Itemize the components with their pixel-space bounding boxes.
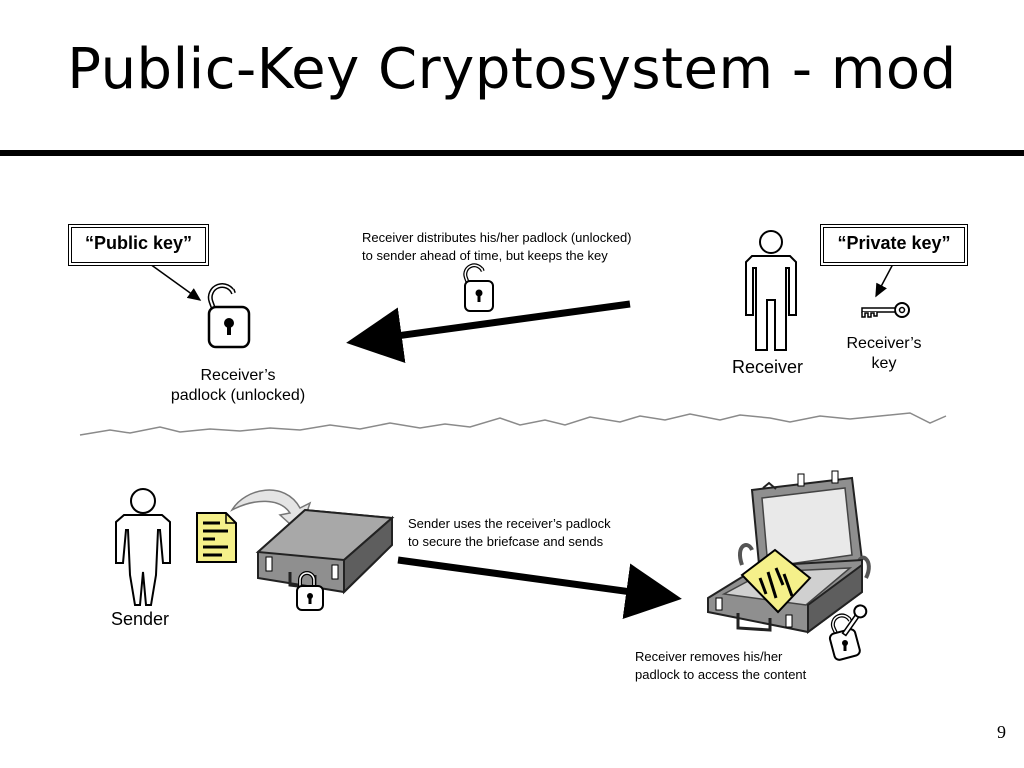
open-briefcase-icon	[707, 470, 871, 634]
receiver-key-caption-line2: key	[871, 355, 897, 372]
public-key-callout: “Public key”	[68, 224, 209, 266]
received-document-icon	[740, 548, 812, 614]
receiver-key-icon	[861, 302, 910, 318]
receiver-label: Receiver	[732, 357, 804, 377]
section-separator	[79, 412, 947, 436]
receiver-key-caption-line1: Receiver’s	[846, 335, 922, 352]
removed-padlock-icon	[828, 613, 861, 661]
closed-briefcase-icon	[255, 508, 395, 595]
send-note: Sender uses the receiver’s padlock to se…	[408, 515, 611, 551]
public-key-pointer	[149, 263, 202, 301]
document-icon	[196, 512, 237, 563]
private-key-callout: “Private key”	[820, 224, 968, 266]
receiver-padlock-caption: Receiver’s padlock (unlocked)	[148, 366, 328, 406]
page-number: 9	[997, 722, 1006, 742]
title-divider	[0, 150, 1024, 156]
distribute-note: Receiver distributes his/her padlock (un…	[362, 229, 632, 265]
distributed-padlock-icon	[463, 263, 494, 312]
distribute-arrow	[346, 300, 631, 364]
distribute-note-line1: Receiver distributes his/her padlock (un…	[362, 230, 632, 245]
distribute-note-line2: to sender ahead of time, but keeps the k…	[362, 248, 608, 263]
private-key-pointer	[875, 263, 894, 298]
receiver-padlock-caption-line2: padlock (unlocked)	[170, 387, 306, 404]
receiver-figure-icon	[745, 230, 797, 351]
remove-note: Receiver removes his/her padlock to acce…	[635, 648, 806, 684]
remove-note-line2: padlock to access the content	[635, 667, 807, 682]
sender-figure-icon	[115, 488, 171, 606]
receiver-padlock-icon	[207, 283, 251, 349]
send-arrow	[397, 556, 682, 620]
remove-note-line1: Receiver removes his/her	[635, 649, 783, 664]
receiver-padlock-caption-line1: Receiver’s	[200, 367, 276, 384]
send-note-line1: Sender uses the receiver’s padlock	[408, 516, 611, 531]
slide-title: Public-Key Cryptosystem - mod	[67, 37, 957, 102]
unlock-key-icon	[841, 604, 868, 637]
receiver-key-caption: Receiver’s key	[834, 334, 934, 374]
send-note-line2: to secure the briefcase and sends	[408, 534, 604, 549]
sender-label: Sender	[111, 609, 170, 629]
briefcase-padlock-icon	[296, 571, 324, 611]
